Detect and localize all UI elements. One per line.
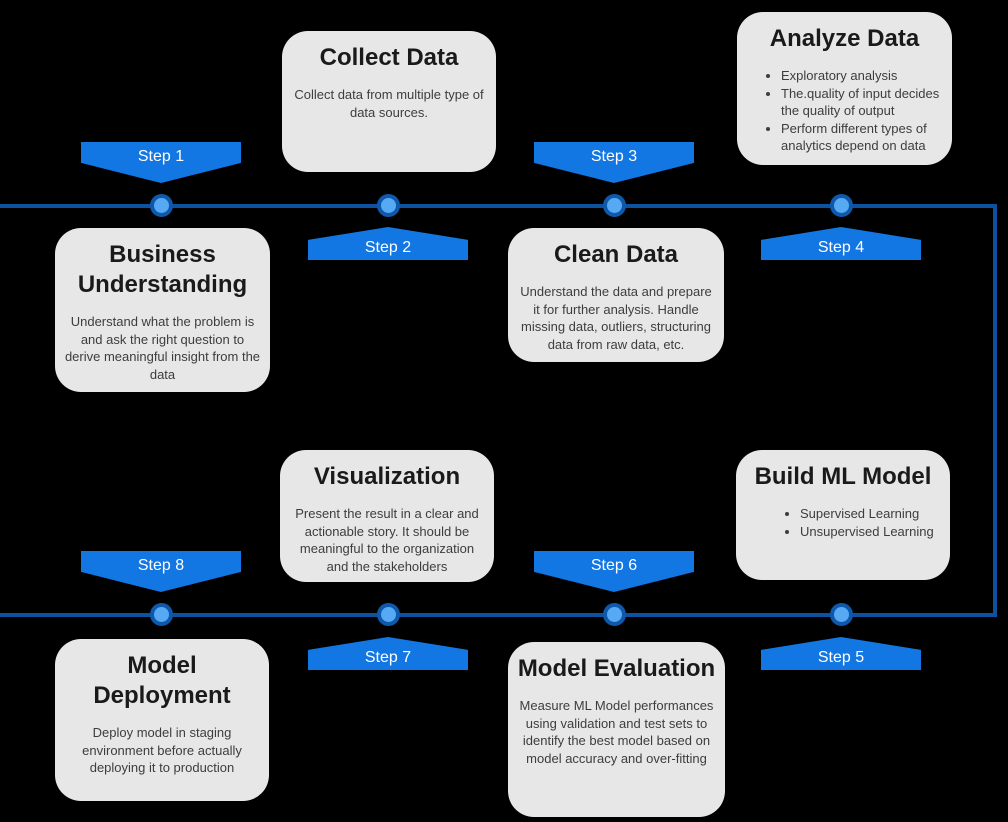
card-title: Clean Data [553, 241, 679, 268]
step-banner-2: Step 2 [308, 227, 468, 260]
timeline-node-step2 [377, 194, 400, 217]
card-title: Collect Data [319, 44, 459, 71]
timeline-node-step4 [830, 194, 853, 217]
bullet-item: Supervised Learning [800, 505, 942, 523]
card-title: Model Evaluation [517, 655, 716, 682]
timeline-rail-right-connector [993, 204, 997, 617]
card-title: Build ML Model [754, 463, 932, 490]
step-banner-label: Step 3 [590, 148, 638, 165]
timeline-node-step5 [830, 603, 853, 626]
card-body: Understand what the problem is and ask t… [64, 314, 261, 382]
timeline-node-step6 [603, 603, 626, 626]
timeline-rail-bottom [0, 613, 997, 617]
card-bullet-list: Exploratory analysis The.quality of inpu… [747, 67, 942, 155]
timeline-node-step8 [150, 603, 173, 626]
card-business-understanding: Business Understanding Understand what t… [55, 228, 270, 392]
step-banner-1: Step 1 [81, 142, 241, 183]
card-title: Visualization [313, 463, 461, 490]
card-model-deployment: Model Deployment Deploy model in staging… [55, 639, 269, 801]
step-banner-8: Step 8 [81, 551, 241, 592]
step-banner-label: Step 5 [817, 649, 865, 666]
card-collect-data: Collect Data Collect data from multiple … [282, 31, 496, 172]
card-bullet-list: Supervised Learning Unsupervised Learnin… [744, 505, 942, 540]
step-banner-label: Step 1 [137, 148, 185, 165]
card-analyze-data: Analyze Data Exploratory analysis The.qu… [737, 12, 952, 165]
card-body: Measure ML Model performances using vali… [519, 698, 714, 766]
card-body: Collect data from multiple type of data … [294, 87, 484, 120]
bullet-item: Perform different types of analytics dep… [781, 120, 942, 155]
card-visualization: Visualization Present the result in a cl… [280, 450, 494, 582]
step-banner-label: Step 7 [364, 649, 412, 666]
step-banner-label: Step 2 [364, 239, 412, 256]
card-title: Analyze Data [769, 25, 920, 52]
step-banner-5: Step 5 [761, 637, 921, 670]
step-banner-4: Step 4 [761, 227, 921, 260]
timeline-node-step1 [150, 194, 173, 217]
card-title: Business Understanding [77, 241, 248, 298]
card-body: Present the result in a clear and action… [295, 506, 479, 574]
step-banner-3: Step 3 [534, 142, 694, 183]
card-build-ml-model: Build ML Model Supervised Learning Unsup… [736, 450, 950, 580]
timeline-node-step3 [603, 194, 626, 217]
card-model-evaluation: Model Evaluation Measure ML Model perfor… [508, 642, 725, 817]
card-body: Deploy model in staging environment befo… [82, 725, 242, 775]
step-banner-label: Step 6 [590, 557, 638, 574]
step-banner-label: Step 8 [137, 557, 185, 574]
timeline-rail-top [0, 204, 997, 208]
card-title: Model Deployment [93, 652, 231, 709]
card-clean-data: Clean Data Understand the data and prepa… [508, 228, 724, 362]
bullet-item: The.quality of input decides the quality… [781, 85, 942, 120]
card-body: Understand the data and prepare it for f… [520, 284, 712, 352]
bullet-item: Exploratory analysis [781, 67, 942, 85]
step-banner-6: Step 6 [534, 551, 694, 592]
bullet-item: Unsupervised Learning [800, 523, 942, 541]
step-banner-label: Step 4 [817, 239, 865, 256]
timeline-node-step7 [377, 603, 400, 626]
step-banner-7: Step 7 [308, 637, 468, 670]
